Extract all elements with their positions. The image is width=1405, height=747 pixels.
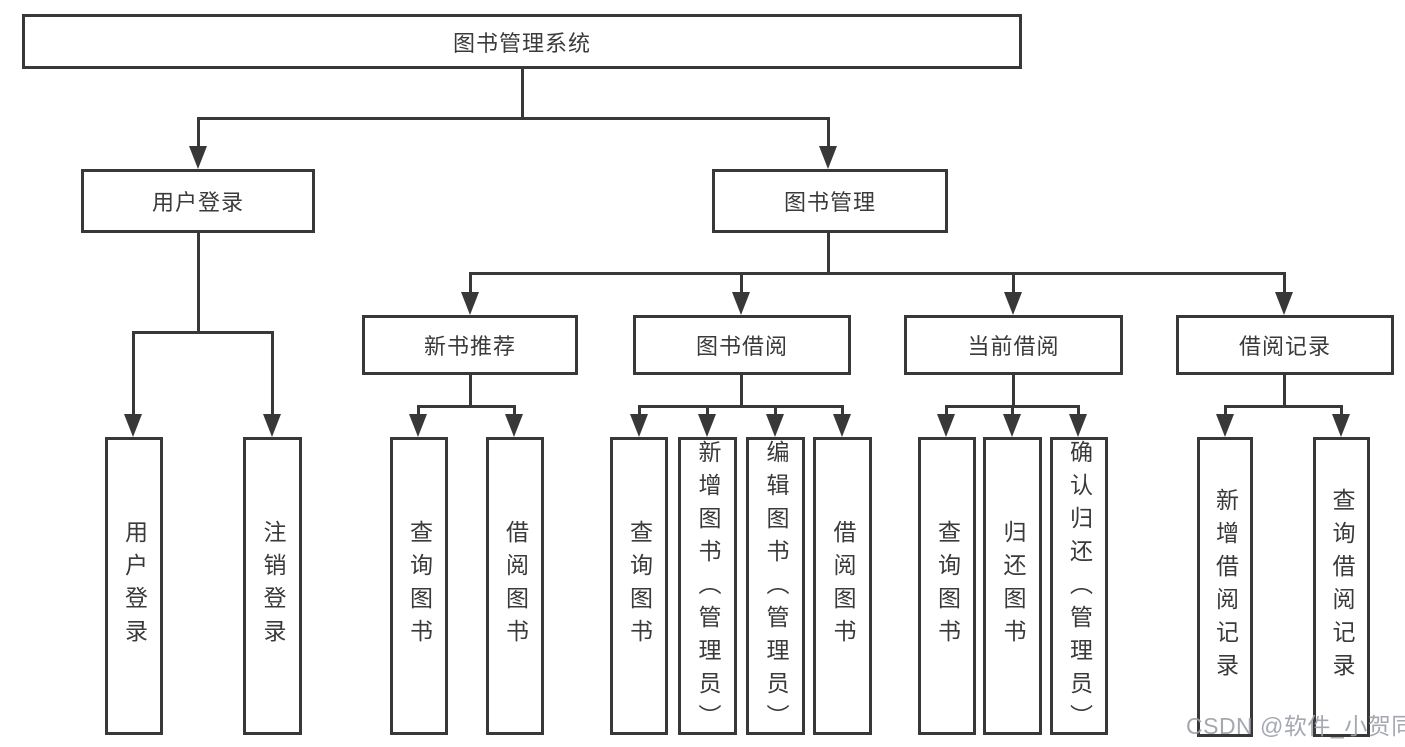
leaf-label: 新增图书（管理员） [695,440,721,737]
leaf-query-borrow-record: 查询借阅记录 [1313,437,1370,737]
node-label: 新书推荐 [423,334,516,359]
leaf-label: 查询借阅记录 [1329,488,1355,686]
connector-line [271,331,274,415]
node-book-management: 图书管理 [712,169,948,233]
arrow-down-icon [1004,292,1022,315]
leaf-label: 查询图书 [406,520,433,652]
connector-line [841,405,844,417]
connector-line [774,405,777,417]
connector-line [469,272,472,294]
connector-line [132,331,135,415]
leaf-label: 编辑图书（管理员） [763,440,789,737]
arrow-down-icon [732,292,750,315]
leaf-confirm-return-admin: 确认归还（管理员） [1050,437,1108,737]
node-borrowing-records: 借阅记录 [1176,315,1394,375]
arrow-down-icon [1332,414,1350,437]
node-label: 用户登录 [151,190,244,215]
connector-line [417,405,516,408]
leaf-borrow-books-recommend: 借阅图书 [486,437,544,735]
connector-line [197,232,200,334]
connector-line [1283,272,1286,294]
node-user-login: 用户登录 [81,169,315,233]
arrow-down-icon [833,414,851,437]
connector-line [469,272,1286,275]
leaf-edit-book-admin: 编辑图书（管理员） [746,437,805,737]
connector-line [1012,272,1015,294]
leaf-query-books-current: 查询图书 [918,437,976,735]
node-label: 图书借阅 [695,334,788,359]
leaf-query-books-borrowing: 查询图书 [610,437,668,735]
leaf-label: 查询图书 [626,520,653,652]
leaf-borrow-books-borrowing: 借阅图书 [813,437,872,735]
connector-line [521,67,524,120]
connector-line [1012,373,1015,408]
node-new-book-recommendation: 新书推荐 [362,315,578,375]
csdn-watermark: CSDN @软件_小贺同学 [1186,713,1405,739]
node-label: 图书管理 [783,190,876,215]
arrow-down-icon [124,414,142,437]
connector-line [1224,405,1227,417]
arrow-down-icon [505,414,523,437]
leaf-label: 归还图书 [1000,520,1026,652]
arrow-down-icon [263,414,281,437]
arrow-down-icon [1069,414,1087,437]
connector-line [945,405,948,417]
leaf-user-login: 用户登录 [105,437,163,735]
leaf-return-books: 归还图书 [983,437,1042,735]
connector-line [1011,405,1014,417]
leaf-label: 查询图书 [934,520,961,652]
arrow-down-icon [461,292,479,315]
arrow-down-icon [409,414,427,437]
connector-line [827,117,830,148]
leaf-add-book-admin: 新增图书（管理员） [678,437,737,737]
leaf-label: 新增借阅记录 [1212,488,1239,686]
connector-line [469,373,472,408]
connector-line [740,272,743,294]
connector-line [706,405,709,417]
connector-line [1077,405,1080,417]
connector-line [132,331,273,334]
node-label: 图书管理系统 [452,30,591,56]
connector-line [827,231,830,275]
connector-line [417,405,420,417]
arrow-down-icon [766,414,784,437]
arrow-down-icon [1003,414,1021,437]
node-library-management-system: 图书管理系统 [22,14,1022,69]
leaf-label: 注销登录 [260,520,286,652]
leaf-logout: 注销登录 [243,437,302,735]
connector-line [638,405,641,417]
leaf-label: 借阅图书 [502,520,529,652]
leaf-label: 借阅图书 [830,520,856,652]
arrow-down-icon [630,414,648,437]
connector-line [740,373,743,408]
connector-line [1283,373,1286,408]
connector-line [638,405,843,408]
connector-line [1224,405,1342,408]
node-book-borrowing: 图书借阅 [633,315,851,375]
node-current-borrowing: 当前借阅 [904,315,1123,375]
connector-line [513,405,516,417]
arrow-down-icon [189,146,207,169]
arrow-down-icon [819,146,837,169]
leaf-label: 确认归还（管理员） [1066,440,1093,737]
connector-line [1340,405,1343,417]
arrow-down-icon [1216,414,1234,437]
leaf-add-borrow-record: 新增借阅记录 [1197,437,1253,737]
leaf-label: 用户登录 [121,520,148,652]
node-label: 当前借阅 [967,334,1060,359]
connector-line [197,117,200,148]
arrow-down-icon [1275,292,1293,315]
connector-line [198,117,830,120]
arrow-down-icon [698,414,716,437]
leaf-query-books-recommend: 查询图书 [390,437,448,735]
node-label: 借阅记录 [1238,334,1331,359]
arrow-down-icon [937,414,955,437]
